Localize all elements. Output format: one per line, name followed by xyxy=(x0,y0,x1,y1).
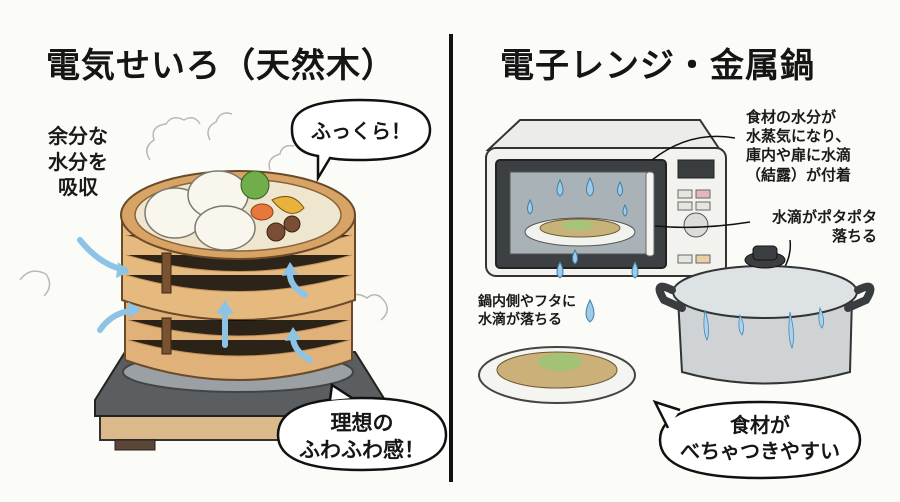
left-panel-title: 電気せいろ（天然木） xyxy=(46,46,396,86)
bubble-ideal-texture: 理想の ふわふわ感！ xyxy=(282,410,442,465)
condensation-line-1: 食材の水分が xyxy=(746,108,837,126)
condensation-line-4: （結露）が付着 xyxy=(746,165,852,184)
absorb-annotation: 余分な 水分を 吸収 xyxy=(40,124,116,201)
pot-line-1: 鍋内側やフタに xyxy=(478,294,576,310)
absorb-line-3: 吸収 xyxy=(58,175,98,200)
microwave-icon xyxy=(485,119,727,277)
bubble-ideal-line-2: ふわふわ感！ xyxy=(299,438,425,463)
drip-line-2: 落ちる xyxy=(831,227,877,246)
water-droplet-icon xyxy=(527,176,639,323)
pot-line-2: 水滴が落ちる xyxy=(478,311,562,328)
bubble-soggy-line-2: べちゃつきやすい xyxy=(680,439,840,463)
soggy-plate-icon xyxy=(478,346,636,404)
panel-divider xyxy=(449,34,453,482)
bubble-soggy-line-1: 食材が xyxy=(730,413,790,437)
condensation-annotation: 食材の水分が 水蒸気になり、 庫内や扉に水滴 （結露）が付着 xyxy=(746,108,851,185)
drip-annotation: 水滴がポタポタ 落ちる xyxy=(755,208,877,246)
absorb-line-2: 水分を xyxy=(48,149,108,174)
metal-pot-icon xyxy=(655,245,875,385)
bamboo-steamer-illustration xyxy=(19,98,448,472)
absorb-line-1: 余分な xyxy=(48,124,108,148)
pot-annotation: 鍋内側やフタに 水滴が落ちる xyxy=(478,294,576,330)
condensation-line-3: 庫内や扉に水滴 xyxy=(746,146,852,165)
microwave-pot-illustration xyxy=(478,119,875,480)
bubble-soggy: 食材が べちゃつきやすい xyxy=(664,412,856,464)
bubble-ideal-line-1: 理想の xyxy=(330,411,394,435)
drip-line-1: 水滴がポタポタ xyxy=(771,208,877,226)
condensation-line-2: 水蒸気になり、 xyxy=(746,127,851,146)
right-panel-title: 電子レンジ・金属鍋 xyxy=(500,46,815,86)
steamed-bun-icon xyxy=(144,170,256,251)
bubble-fluffy: ふっくら！ xyxy=(311,119,411,143)
